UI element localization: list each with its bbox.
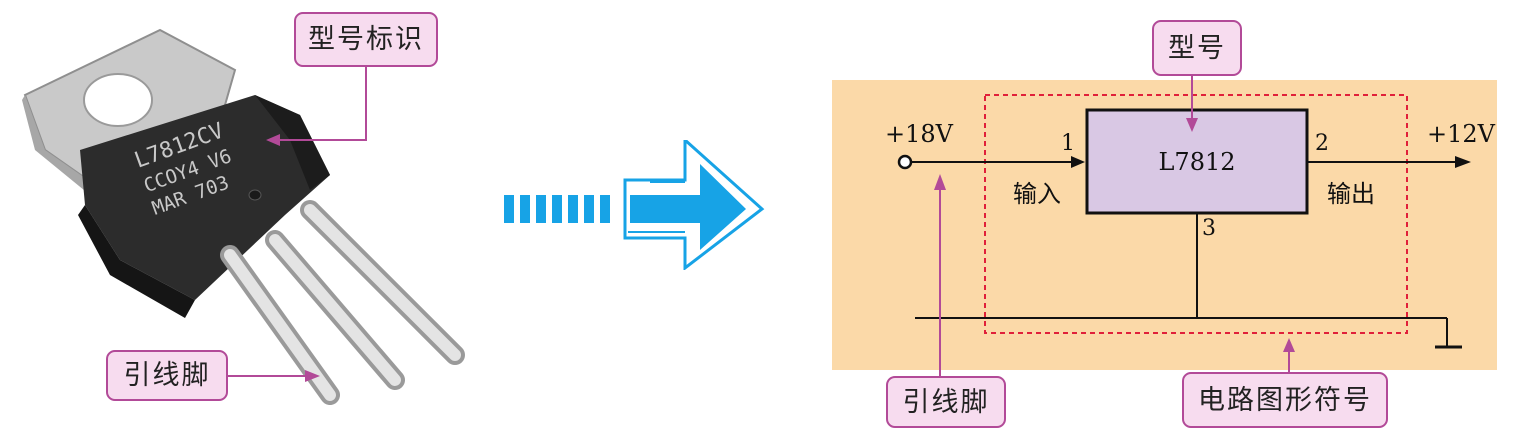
symbol-callout: 电路图形符号 bbox=[1182, 372, 1388, 428]
input-label: 输入 bbox=[1013, 180, 1061, 208]
leads bbox=[220, 200, 465, 405]
chip-name: L7812 bbox=[1158, 148, 1235, 176]
input-terminal bbox=[897, 154, 913, 170]
black-body bbox=[78, 95, 330, 318]
model-callout: 型号 bbox=[1152, 20, 1242, 76]
transform-arrow bbox=[504, 140, 765, 270]
pins-arrowhead bbox=[305, 370, 320, 382]
pin-3-number: 3 bbox=[1202, 216, 1216, 241]
symbol-boundary bbox=[984, 94, 1408, 334]
arrow-fill bbox=[630, 164, 746, 250]
chip-block bbox=[1085, 108, 1309, 215]
model-mark-connector bbox=[280, 67, 367, 141]
model-mark-arrowhead bbox=[266, 134, 280, 146]
regulator-photo: L7812CV CCOY4 V6 MAR 703 bbox=[22, 28, 465, 405]
dash-bars bbox=[504, 195, 610, 223]
output-label: 输出 bbox=[1327, 180, 1375, 208]
photo-pins-callout: 引线脚 bbox=[106, 350, 228, 401]
output-voltage: +12V bbox=[1427, 120, 1496, 148]
pin-1-number: 1 bbox=[1061, 131, 1075, 156]
pin-2-number: 2 bbox=[1315, 131, 1329, 156]
input-voltage: +18V bbox=[885, 120, 954, 148]
model-mark-callout: 型号标识 bbox=[294, 12, 438, 67]
schematic-pins-callout: 引线脚 bbox=[886, 376, 1006, 428]
schematic-diagram: +18V +12V L7812 1 2 3 输入 输出 bbox=[832, 76, 1497, 376]
